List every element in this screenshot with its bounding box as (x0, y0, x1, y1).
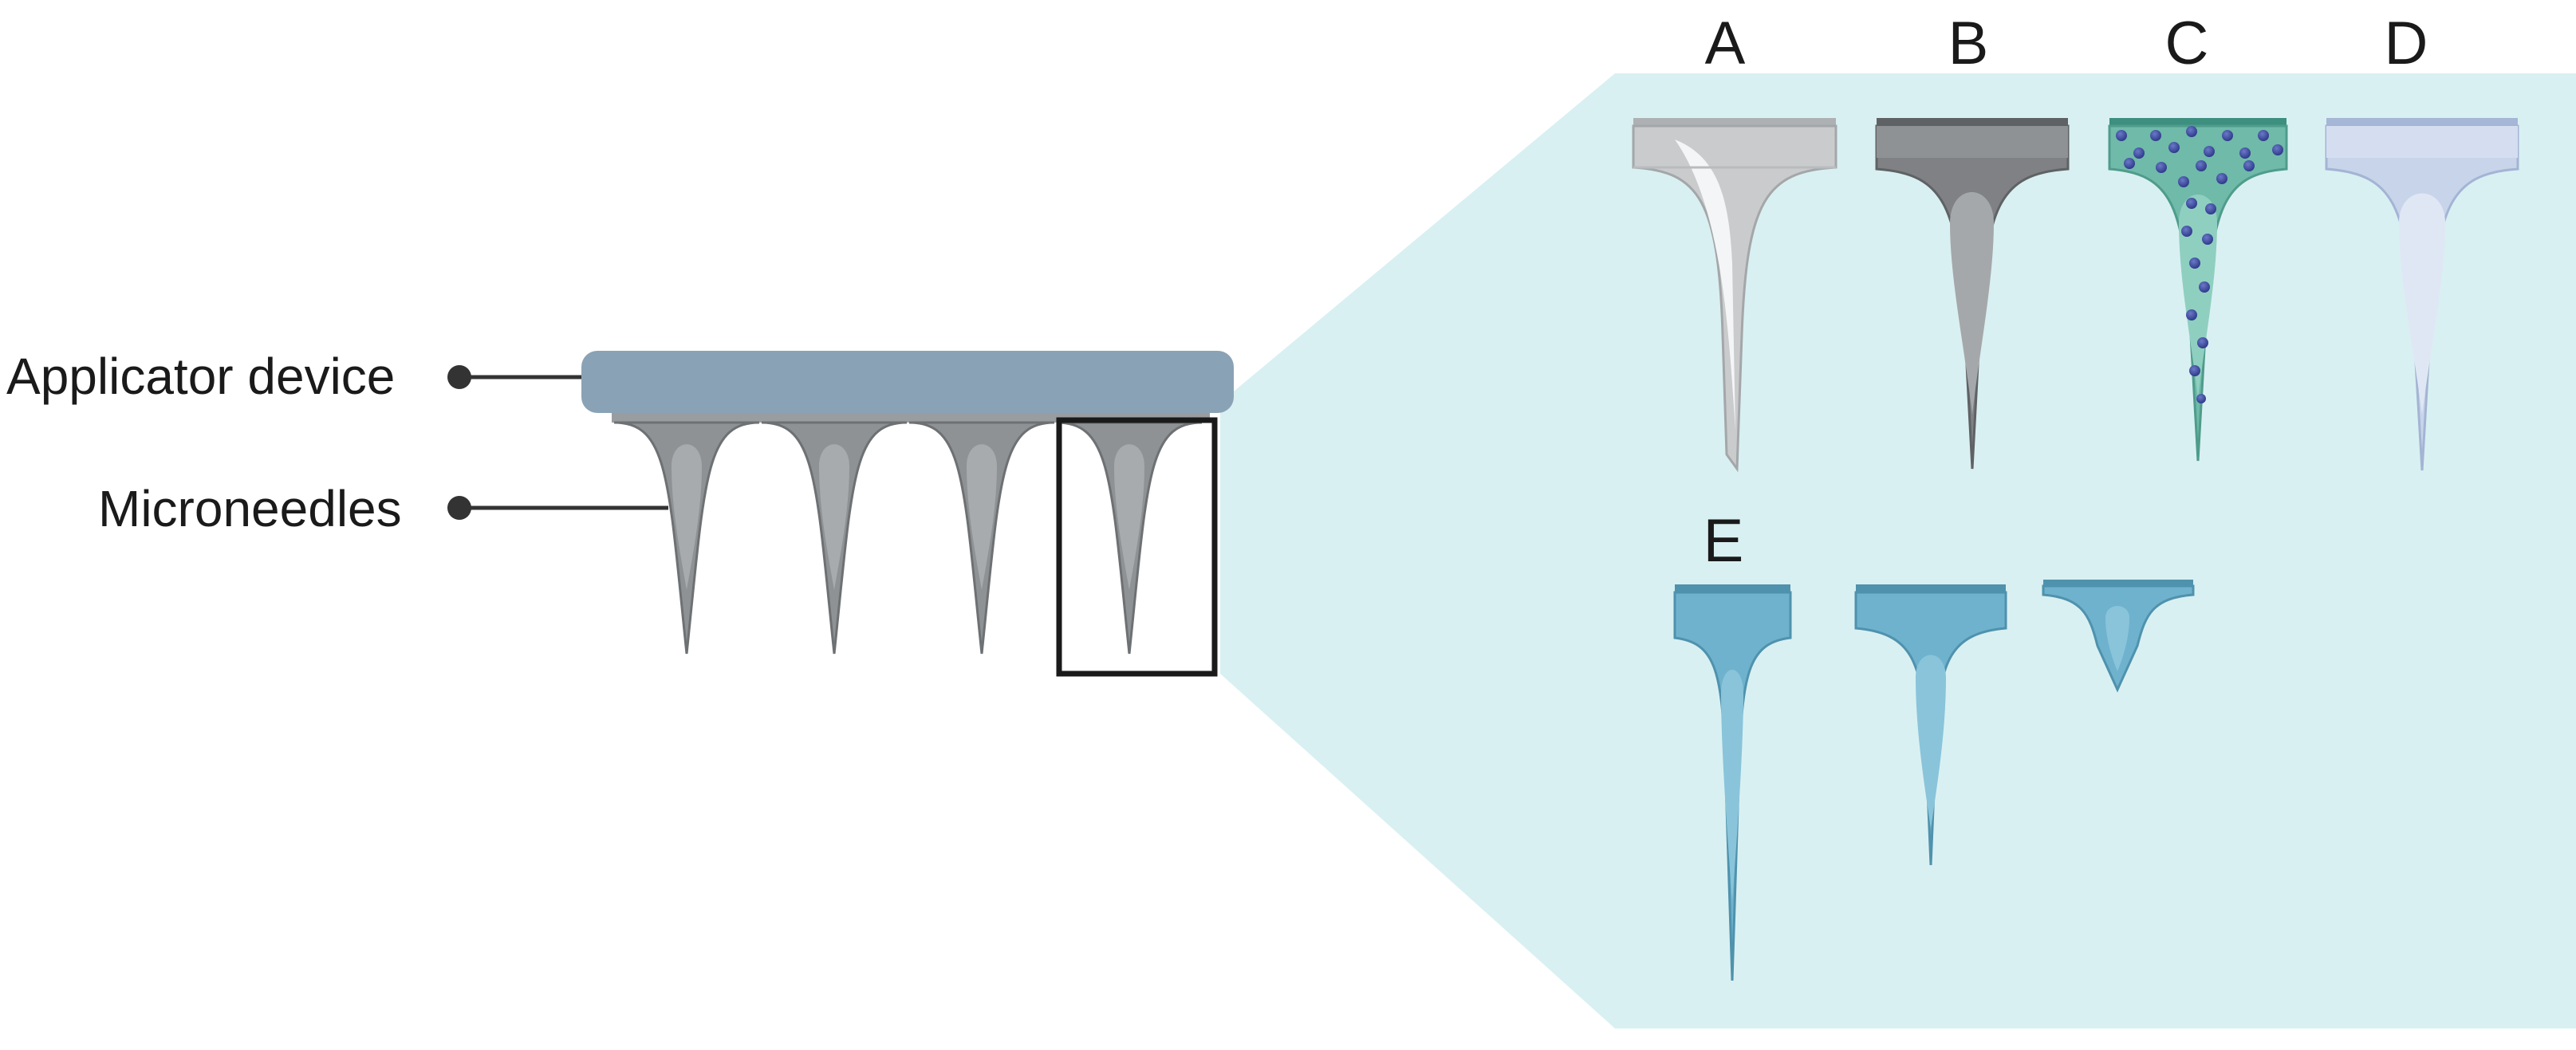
type-label-e: E (1704, 507, 1744, 575)
zoom-panel (1220, 73, 2576, 1028)
needle-type-d-hollow (2325, 118, 2519, 471)
needle-type-c-loaded (2108, 118, 2288, 462)
type-label-a: A (1705, 10, 1746, 77)
microneedles-label: Microneedles (98, 480, 402, 537)
microneedles-callout: Microneedles (98, 480, 668, 537)
array-needle (613, 421, 760, 655)
array-needle (761, 421, 908, 655)
needle-type-e-dissolving (1673, 580, 2195, 981)
drug-particles (2116, 126, 2283, 403)
highlight-box (1056, 417, 1218, 677)
dissolving-needle-large (1673, 584, 1792, 981)
type-label-c: C (2165, 10, 2209, 77)
dissolving-needle-small (2042, 580, 2195, 693)
array-needle (908, 421, 1055, 655)
type-label-b: B (1948, 10, 1989, 77)
applicator-callout: Applicator device (6, 348, 626, 405)
applicator-label: Applicator device (6, 348, 395, 405)
type-label-d: D (2385, 10, 2428, 77)
applicator-device (581, 351, 1234, 413)
dissolving-needle-medium (1854, 584, 2007, 866)
needle-type-a-solid (1632, 118, 1837, 473)
array-needle (1056, 421, 1203, 655)
needle-type-b-coated (1875, 118, 2070, 470)
microneedle-array (613, 421, 1203, 655)
